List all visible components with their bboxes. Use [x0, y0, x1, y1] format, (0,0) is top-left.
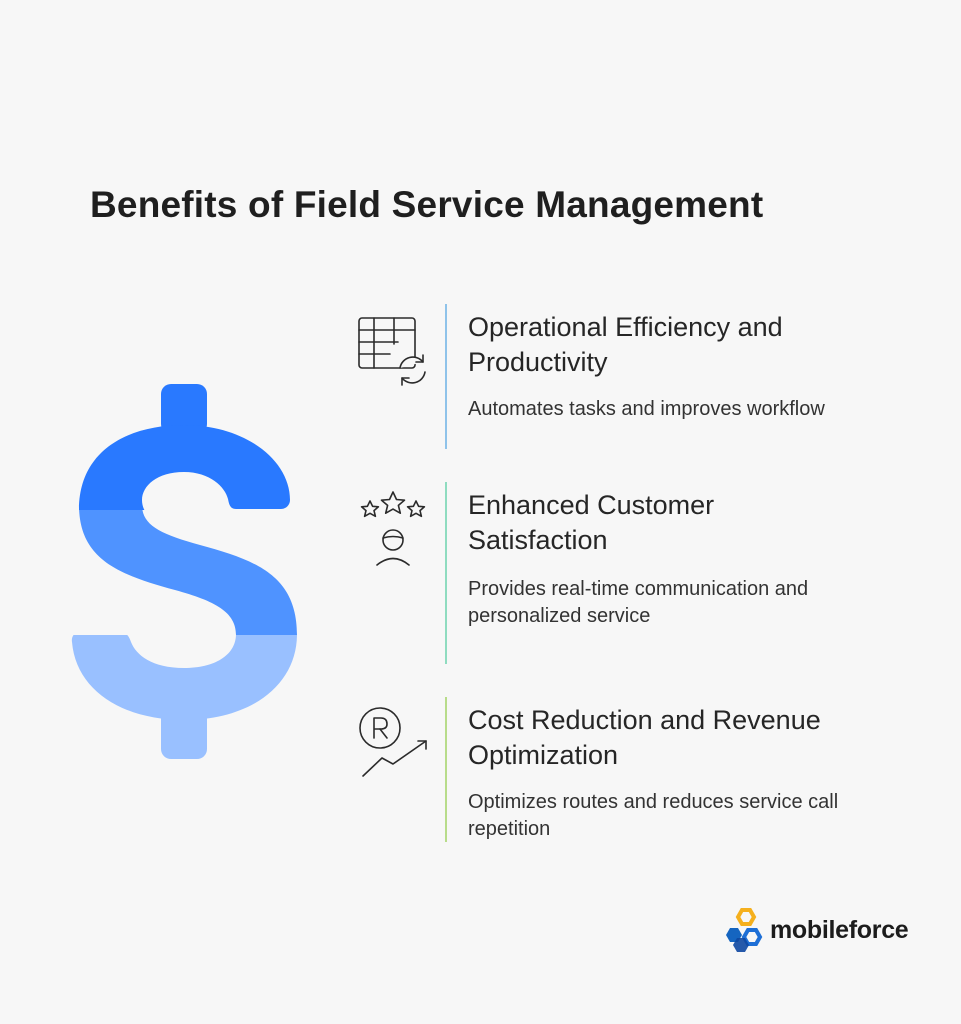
brand-name: mobileforce: [770, 916, 909, 944]
benefit-heading: Operational Efficiency and Productivity: [468, 312, 783, 377]
benefit-heading: Enhanced Customer Satisfaction: [468, 490, 715, 555]
page-title: Benefits of Field Service Management: [90, 184, 764, 225]
benefit-description: Optimizes routes and reduces service cal…: [468, 791, 839, 840]
benefit-description: Automates tasks and improves workflow: [468, 398, 825, 420]
dollar-sign-icon: [71, 384, 297, 759]
brand-logo: mobileforce: [720, 908, 940, 952]
mobileforce-logo-icon: [726, 908, 763, 952]
revenue-growth-icon: [359, 707, 427, 777]
spreadsheet-refresh-icon: [358, 317, 426, 386]
accent-bar: [445, 304, 447, 449]
benefit-heading: Cost Reduction and Revenue Optimization: [468, 705, 821, 770]
accent-bar: [445, 482, 447, 664]
benefit-description: Provides real-time communication and per…: [468, 578, 809, 627]
customer-stars-icon: [360, 491, 426, 566]
accent-bar: [445, 697, 447, 842]
